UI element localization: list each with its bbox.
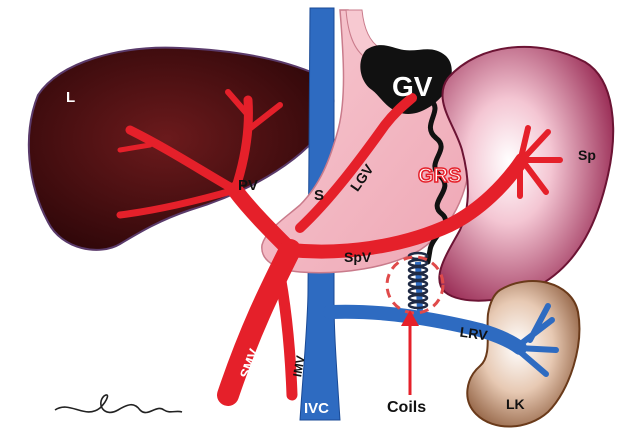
label-stomach: S: [314, 187, 324, 204]
coils-graphic: [409, 253, 427, 308]
label-portal-vein: PV: [238, 177, 258, 194]
label-ivc: IVC: [304, 400, 329, 417]
label-spleen: Sp: [578, 147, 596, 163]
label-coils: Coils: [387, 399, 426, 416]
signature-mark: [55, 395, 182, 413]
label-gastrorenal-shunt: GRS: [418, 165, 461, 187]
label-left-renal-vein: LRV: [459, 324, 489, 344]
label-left-kidney: LK: [506, 396, 525, 412]
label-gastric-varices: GV: [392, 71, 433, 102]
label-splenic-vein: SpV: [344, 249, 372, 265]
label-liver: L: [66, 89, 75, 106]
